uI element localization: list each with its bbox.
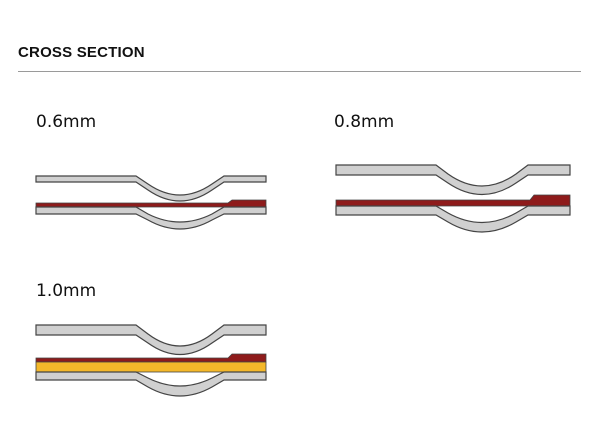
title-divider <box>18 71 581 72</box>
thickness-label-1-0mm: 1.0mm <box>36 281 97 301</box>
top-panel <box>35 175 267 202</box>
page-title: CROSS SECTION <box>18 44 145 61</box>
bottom-panel <box>35 371 267 397</box>
bottom-panel <box>35 206 267 230</box>
thickness-label-0-6mm: 0.6mm <box>36 112 97 132</box>
red-bond-layer <box>35 353 267 363</box>
top-panel <box>35 324 267 355</box>
yellow-core-layer <box>35 361 267 373</box>
bottom-panel <box>335 205 571 233</box>
top-panel <box>335 164 571 195</box>
thickness-label-0-8mm: 0.8mm <box>334 112 395 132</box>
